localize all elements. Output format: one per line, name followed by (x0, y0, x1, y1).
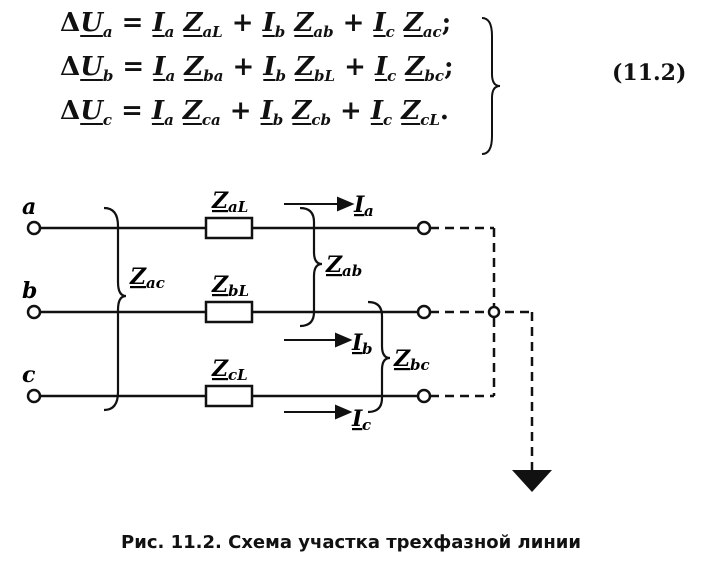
dashed-fault-connection (430, 226, 534, 470)
impedance-subscript: bL (314, 67, 336, 85)
current-label-c: I (351, 406, 363, 432)
current-subscript: b (272, 111, 284, 129)
equation-end: ; (441, 8, 452, 38)
equation-row: ΔUb = Ia Zba + Ib ZbL + Ic Zbc; (60, 52, 454, 85)
brace-ac (103, 206, 127, 412)
mutual-label-bc: Z (393, 346, 411, 372)
impedance-b-resistor (204, 300, 254, 324)
impedance-subscript: ba (203, 67, 224, 85)
equation-end: . (439, 96, 449, 126)
equation-end: ; (443, 52, 454, 82)
phase-label-c: c (22, 362, 36, 388)
mutual-sub-ac: ac (146, 274, 165, 292)
terminal-c-right (416, 388, 432, 404)
current-subscript: b (274, 23, 286, 41)
current-b-arrow (335, 332, 353, 348)
phase-label-b: b (22, 278, 37, 304)
impedance-subscript: cL (420, 111, 440, 129)
system-right-bracket (481, 17, 501, 155)
brace-bc (367, 300, 391, 414)
equation-row: ΔUc = Ia Zca + Ib Zcb + Ic ZcL. (60, 96, 449, 129)
terminal-a-left (26, 220, 42, 236)
terminal-b-right (416, 304, 432, 320)
delta-symbol: Δ (60, 8, 81, 38)
terminal-a-right (416, 220, 432, 236)
fault-node (487, 305, 501, 319)
current-subscript: a (165, 67, 176, 85)
mutual-label-ac: Z (129, 264, 147, 290)
mutual-label-ab: Z (325, 252, 343, 278)
current-sub-c: c (362, 416, 371, 434)
current-subscript: c (387, 67, 397, 85)
impedance-subscript: cb (311, 111, 331, 129)
current-c-arrow (335, 404, 353, 420)
figure-caption: Рис. 11.2. Схема участка трехфазной лини… (121, 532, 581, 553)
impedance-subscript: aL (202, 23, 223, 41)
equation-system: ΔUa = Ia ZaL + Ib Zab + Ic Zac; ΔUb = Ia… (60, 8, 490, 140)
impedance-sub-a: aL (228, 198, 248, 216)
impedance-sub-b: bL (228, 282, 249, 300)
impedance-sub-c: cL (228, 366, 248, 384)
three-phase-line-circuit: a b c Z aL Z bL Z cL I a I b I c Z ac Z … (22, 188, 552, 492)
mutual-sub-ab: ab (342, 262, 362, 280)
voltage-symbol: U (80, 8, 103, 38)
impedance-subscript: ac (422, 23, 442, 41)
ground-arrow-icon (512, 470, 552, 492)
current-label-b: I (351, 330, 363, 356)
terminal-c-left (26, 388, 42, 404)
current-subscript: c (385, 23, 395, 41)
impedance-a-resistor (204, 216, 254, 240)
brace-ab (299, 206, 323, 328)
impedance-label-b: Z (211, 272, 229, 298)
voltage-subscript: a (102, 23, 113, 41)
equation-number: (11.2) (612, 60, 687, 86)
current-subscript: a (164, 23, 175, 41)
impedance-subscript: ca (201, 111, 221, 129)
voltage-subscript: b (102, 67, 114, 85)
equation-row: ΔUa = Ia ZaL + Ib Zab + Ic Zac; (60, 8, 452, 41)
voltage-subscript: c (102, 111, 113, 129)
voltage-symbol: U (80, 96, 103, 126)
current-subscript: a (164, 111, 174, 129)
delta-symbol: Δ (60, 52, 81, 82)
terminal-b-left (26, 304, 42, 320)
delta-symbol: Δ (60, 96, 81, 126)
current-subscript: b (275, 67, 287, 85)
impedance-label-a: Z (211, 188, 229, 214)
current-sub-a: a (364, 202, 374, 220)
mutual-sub-bc: bc (410, 356, 430, 374)
phase-label-a: a (22, 194, 36, 220)
current-subscript: c (383, 111, 393, 129)
impedance-subscript: bc (424, 67, 444, 85)
voltage-symbol: U (80, 52, 103, 82)
current-a-arrow (337, 196, 355, 212)
impedance-label-c: Z (211, 356, 229, 382)
current-sub-b: b (362, 340, 373, 358)
impedance-subscript: ab (313, 23, 334, 41)
current-label-a: I (353, 192, 365, 218)
impedance-c-resistor (204, 384, 254, 408)
